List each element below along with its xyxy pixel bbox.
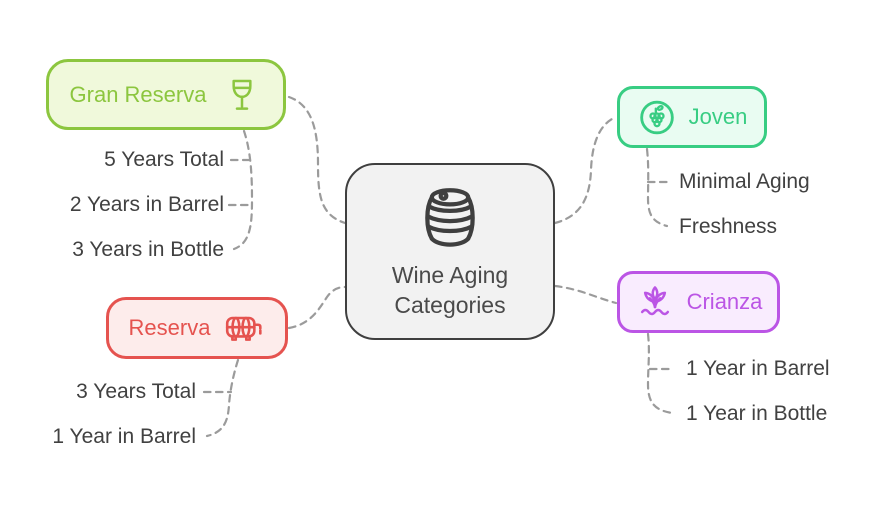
leaf-2-years-in-barrel[interactable]: 2 Years in Barrel	[69, 193, 224, 216]
connector-joven-leaves-trunk	[645, 147, 669, 228]
leaf-3-years-total[interactable]: 3 Years Total	[76, 380, 196, 403]
leaf-freshness[interactable]: Freshness	[679, 215, 778, 238]
leaf-1-year-in-barrel-crianza[interactable]: 1 Year in Barrel	[686, 357, 830, 380]
connector-reserva-to-center	[287, 285, 347, 330]
branch-label-reserva: Reserva	[128, 315, 211, 340]
branch-node-crianza[interactable]: Crianza	[617, 271, 780, 333]
lotus-vine-icon	[635, 282, 675, 322]
central-node-label: Wine Aging Categories	[392, 260, 508, 320]
connector-crianza-leaves-trunk	[646, 332, 674, 415]
leaf-1-year-in-bottle[interactable]: 1 Year in Bottle	[686, 402, 828, 425]
branch-node-joven[interactable]: Joven	[617, 86, 767, 148]
connector-center-to-crianza	[553, 284, 618, 305]
wine-glass-icon	[222, 75, 262, 115]
grapes-icon	[637, 97, 677, 137]
connector-gran-reserva-to-center	[287, 95, 347, 225]
barrel-icon	[416, 184, 484, 252]
branch-node-gran-reserva[interactable]: Gran Reserva	[46, 59, 286, 130]
connector-reserva-leaves-trunk	[205, 358, 240, 438]
branch-node-reserva[interactable]: Reserva	[106, 297, 288, 359]
central-label-line1: Wine Aging	[391, 261, 509, 288]
central-label-line2: Categories	[394, 291, 506, 318]
leaf-3-years-in-bottle[interactable]: 3 Years in Bottle	[72, 238, 224, 261]
branch-label-gran-reserva: Gran Reserva	[69, 81, 207, 107]
connector-gran-reserva-leaves-trunk	[232, 129, 254, 251]
leaf-1-year-in-barrel-reserva[interactable]: 1 Year in Barrel	[52, 425, 196, 448]
central-node-wine-aging-categories[interactable]: Wine Aging Categories	[345, 163, 555, 340]
leaf-5-years-total[interactable]: 5 Years Total	[104, 148, 224, 171]
connector-center-to-joven	[553, 115, 618, 225]
cask-icon	[223, 310, 265, 346]
branch-label-crianza: Crianza	[686, 289, 763, 314]
branch-label-joven: Joven	[688, 104, 748, 129]
leaf-minimal-aging[interactable]: Minimal Aging	[679, 170, 810, 193]
